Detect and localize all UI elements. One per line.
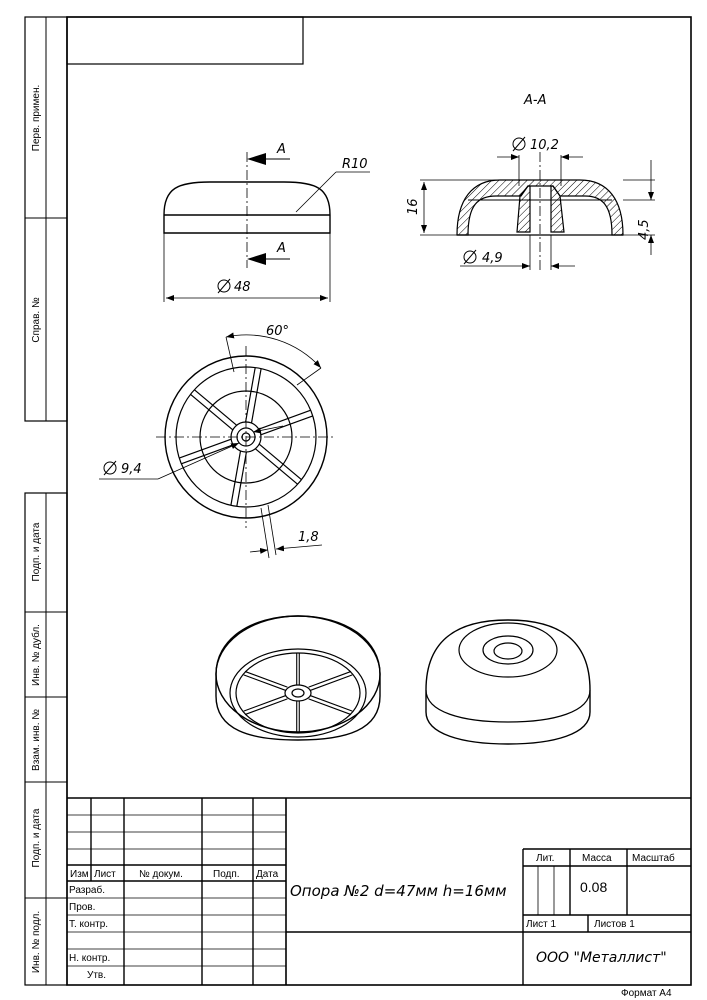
rib-edge: [255, 448, 299, 485]
front-view: А А R10 48: [163, 142, 370, 302]
row-prov: Пров.: [69, 902, 95, 913]
rib-edge: [178, 438, 232, 459]
rib-edge: [250, 368, 262, 423]
rib-edge: [259, 443, 302, 481]
label-podp-data-1: Подп. и дата: [31, 522, 42, 581]
header-data: Дата: [256, 869, 279, 880]
rib-edge: [193, 389, 237, 426]
row-tkontr: Т. контр.: [69, 919, 108, 930]
iso-rib-edge: [243, 694, 287, 712]
part-name: Опора №2 d=47мм h=16мм: [290, 882, 507, 900]
cut-label-a-bottom: А: [276, 241, 286, 256]
rib-edge: [236, 452, 247, 507]
dim-diameter-4-9: 4,9: [482, 251, 503, 266]
dim-rib-1-8: 1,8: [298, 530, 319, 545]
iso-rib-edge: [244, 698, 288, 716]
title-block: Изм Лист № докум. Подп. Дата Разраб. Про…: [67, 797, 691, 985]
isometric-top-view: [425, 619, 591, 745]
row-nkontr: Н. контр.: [69, 953, 110, 964]
label-vzam-inv: Взам. инв. №: [31, 709, 42, 771]
header-list: Лист: [94, 869, 116, 880]
dim-diameter-9-4: 9,4: [121, 462, 142, 477]
section-title: А-А: [523, 93, 546, 108]
label-podp-data-2: Подп. и дата: [31, 808, 42, 867]
header-masshtab: Масштаб: [632, 852, 675, 864]
dim-height-4-5: 4,5: [637, 219, 652, 240]
sheets-total: Листов 1: [594, 919, 635, 930]
left-margin-strips: Перв. примен. Справ. № Подп. и дата Инв.…: [24, 16, 68, 986]
iso-rib-edge: [308, 670, 352, 688]
header-docum: № докум.: [139, 869, 183, 880]
format-label: Формат А4: [621, 988, 672, 999]
ribs: [178, 367, 314, 507]
label-sprav-no: Справ. №: [31, 297, 42, 343]
row-razrab: Разраб.: [69, 884, 105, 896]
iso-rib-edge: [243, 674, 287, 692]
iso-rib-edge: [309, 674, 353, 692]
rib-edge: [230, 451, 242, 506]
iso-rib-edge: [308, 698, 352, 716]
rib-edge: [181, 444, 234, 465]
cut-label-a-top: А: [276, 142, 286, 157]
dim-diameter-48: 48: [234, 280, 251, 295]
isometric-bottom-view: [215, 615, 381, 741]
dim-angle-60: 60°: [266, 324, 289, 339]
sheet-number: Лист 1: [526, 919, 557, 930]
header-izm: Изм: [70, 869, 89, 880]
sheet-frame: [66, 16, 692, 986]
dim-height-16: 16: [406, 198, 421, 215]
iso-rib-edge: [244, 670, 288, 688]
rib-edge: [258, 409, 311, 430]
radius-label: R10: [342, 157, 368, 172]
header-massa: Масса: [582, 853, 612, 864]
section-a-a: А-А 10,2 4,9 16 4,5: [406, 93, 655, 270]
label-inv-podl: Инв. № подл.: [31, 911, 42, 973]
label-inv-dubl: Инв. № дубл.: [30, 624, 42, 686]
header-podp: Подп.: [213, 869, 240, 880]
mass-value: 0.08: [580, 879, 607, 895]
rib-edge: [245, 367, 256, 422]
bottom-view: 60° 9,4 1,8: [99, 324, 336, 559]
label-perv-primen: Перв. примен.: [31, 85, 42, 151]
organization: ООО "Металлист": [536, 950, 667, 966]
row-utv: Утв.: [87, 970, 106, 981]
dim-diameter-10-2: 10,2: [530, 138, 559, 153]
iso-rib-edge: [309, 694, 353, 712]
header-lit: Лит.: [536, 853, 554, 864]
rib-edge: [260, 415, 314, 436]
rib-edge: [190, 393, 233, 431]
